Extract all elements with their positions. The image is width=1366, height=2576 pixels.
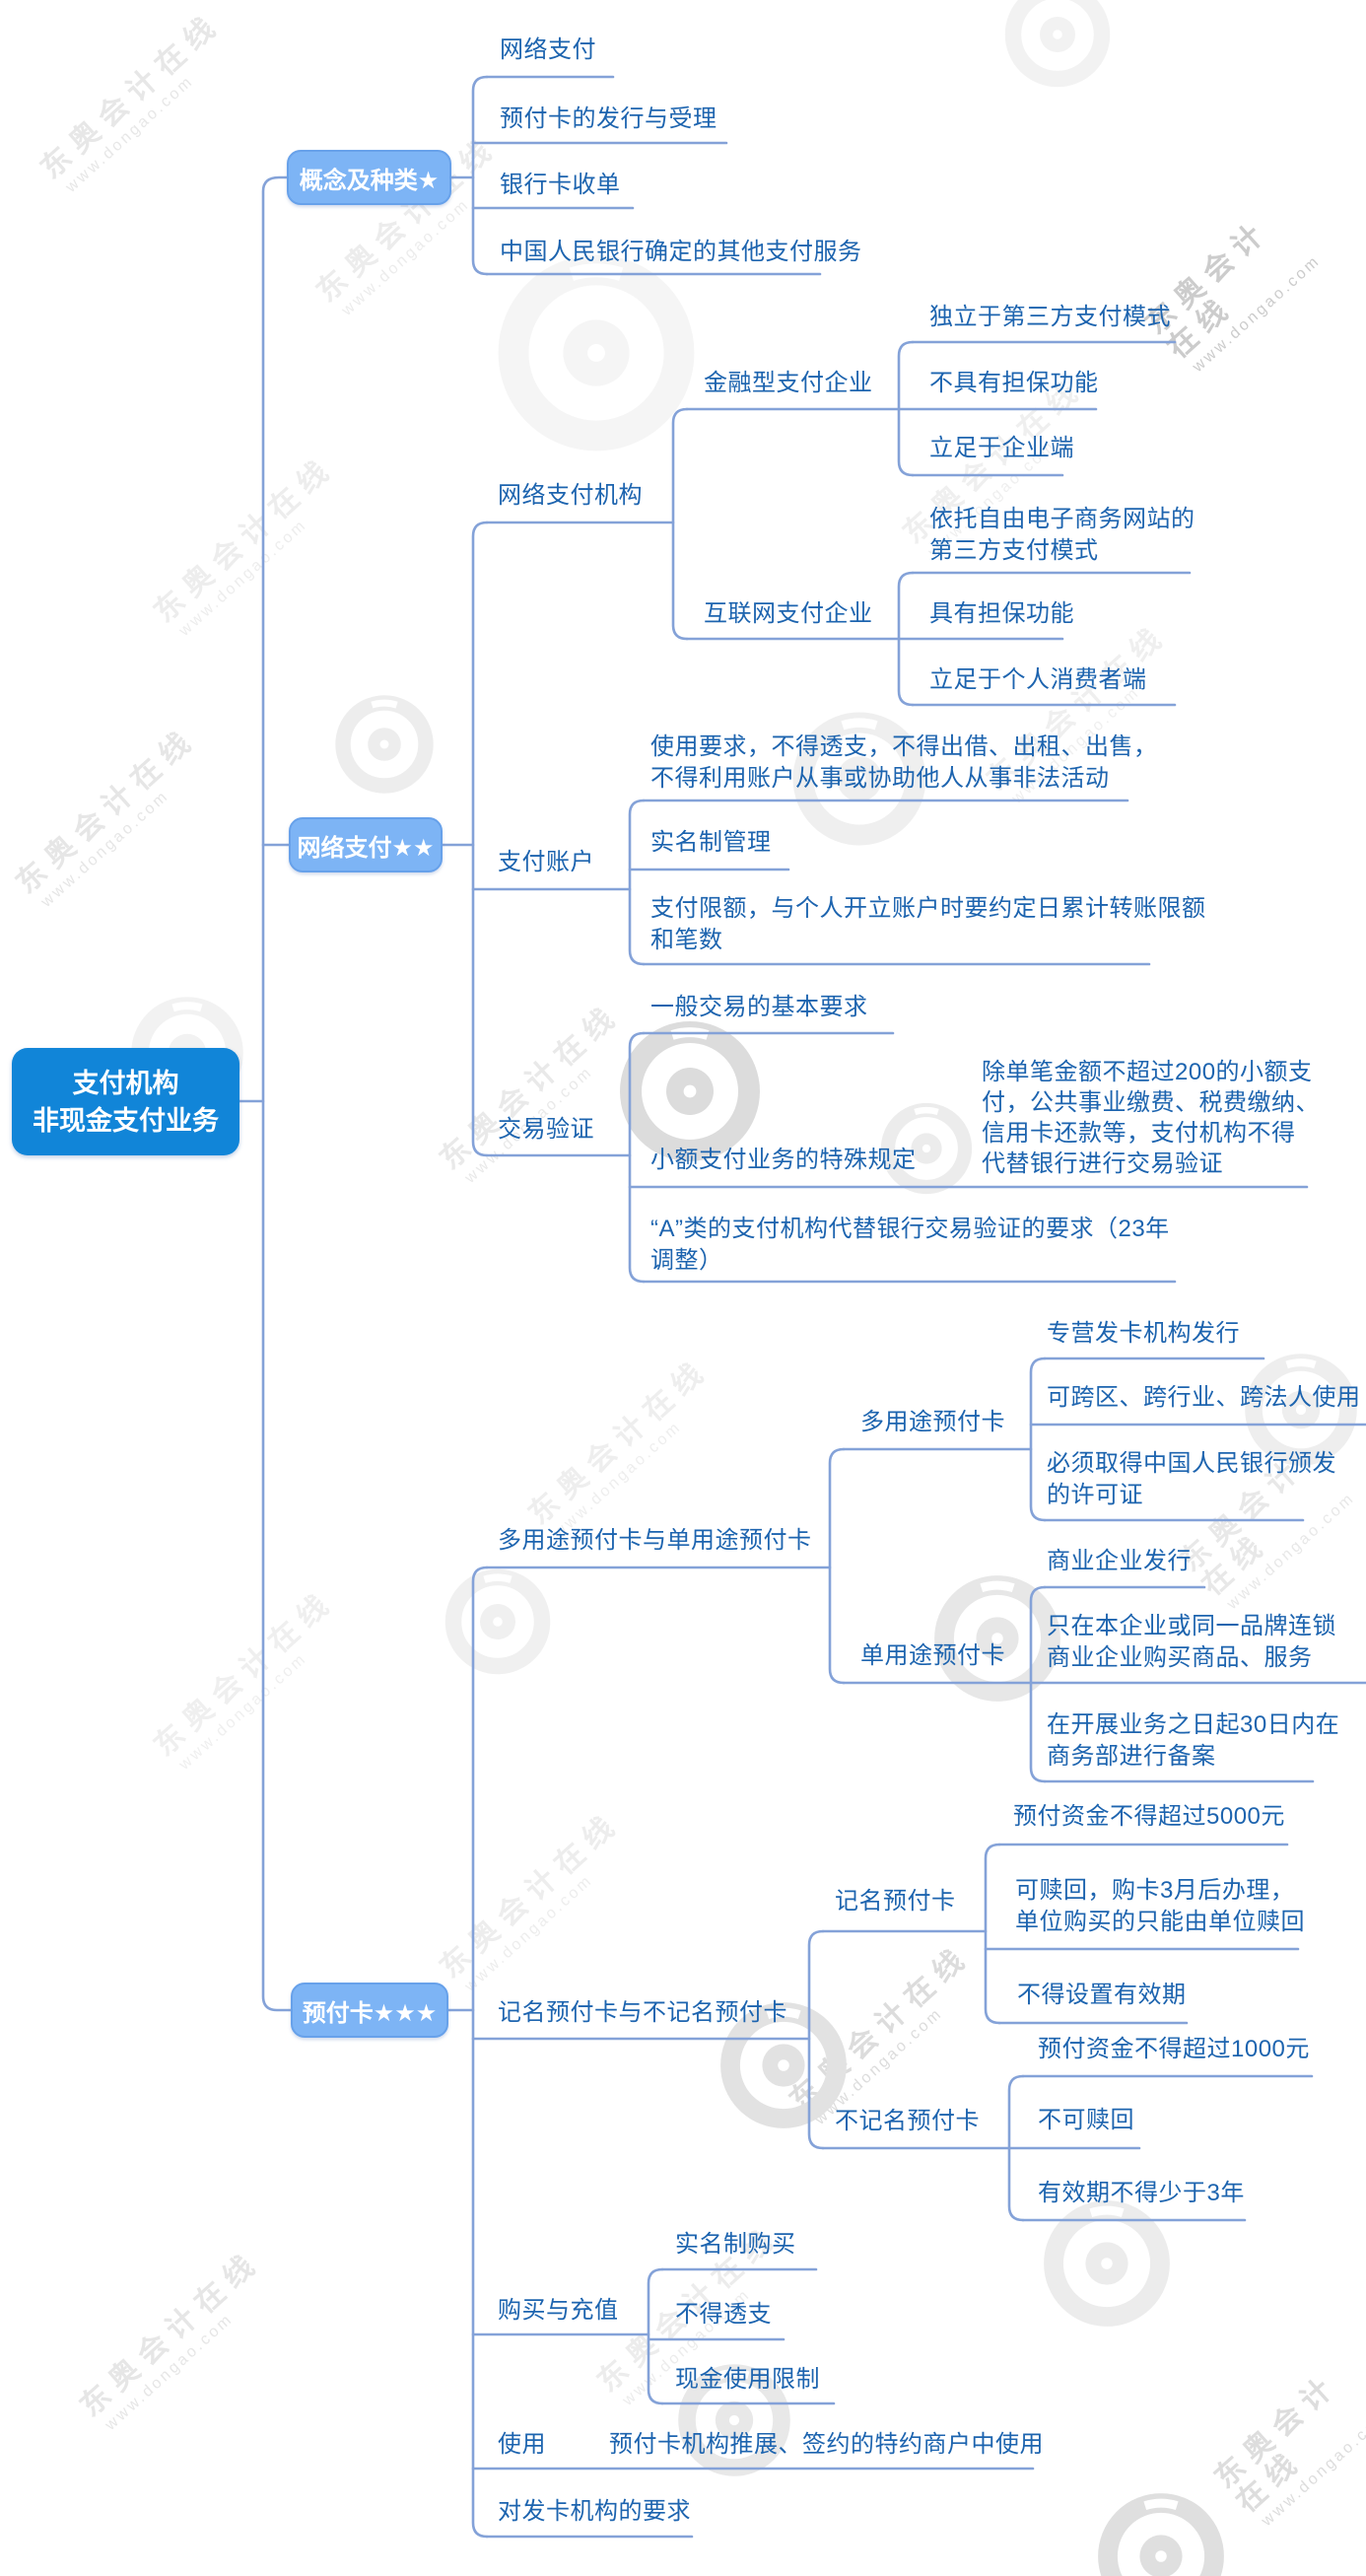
node-payment-account[interactable]: 支付账户	[498, 849, 594, 875]
connector	[647, 2267, 664, 2405]
connector	[1007, 2074, 1025, 2222]
connector	[807, 1929, 825, 2150]
node-financial-payment-enterprise[interactable]: 金融型支付企业	[704, 370, 873, 396]
node-multi-issuer[interactable]: 专营发卡机构发行	[1047, 1320, 1240, 1347]
node-prepaid-card[interactable]: 预付卡★★★	[291, 1983, 448, 2038]
node-small-amount-special-rules[interactable]: 小额支付业务的特殊规定	[650, 1147, 917, 1173]
connectors	[238, 75, 1366, 2539]
node-purchase-no-overdraft[interactable]: 不得透支	[675, 2301, 772, 2328]
node-anonymous-validity[interactable]: 有效期不得少于3年	[1038, 2180, 1245, 2206]
connector	[471, 75, 489, 276]
connector	[471, 521, 489, 1157]
node-real-name-management[interactable]: 实名制管理	[650, 829, 772, 856]
node-internet-payment-enterprise[interactable]: 互联网支付企业	[704, 600, 873, 627]
node-usage[interactable]: 使用	[498, 2431, 546, 2458]
node-anonymous-fund-limit[interactable]: 预付资金不得超过1000元	[1038, 2036, 1310, 2062]
node-usage-detail[interactable]: 预付卡机构推展、签约的特约商户中使用	[609, 2431, 1044, 2458]
node-purchase-real-name[interactable]: 实名制购买	[675, 2231, 796, 2258]
node-bank-card-acquiring[interactable]: 银行卡收单	[500, 172, 621, 198]
node-purchase-cash-limit[interactable]: 现金使用限制	[675, 2366, 820, 2393]
node-named-vs-anonymous[interactable]: 记名预付卡与不记名预付卡	[498, 1999, 787, 2026]
node-payment-limit[interactable]: 支付限额，与个人开立账户时要约定日累计转账限额 和笔数	[650, 895, 1206, 953]
node-prepaid-card-issuance[interactable]: 预付卡的发行与受理	[500, 105, 717, 132]
node-issuer-requirements[interactable]: 对发卡机构的要求	[498, 2498, 691, 2525]
node-account-usage-requirements[interactable]: 使用要求，不得透支，不得出借、出租、出售， 不得利用账户从事或协助他人从事非法活…	[650, 733, 1158, 792]
node-anonymous-card[interactable]: 不记名预付卡	[835, 2108, 980, 2134]
node-network-payment[interactable]: 网络支付★★	[289, 817, 443, 872]
node-independent-third-party[interactable]: 独立于第三方支付模式	[929, 304, 1171, 330]
node-small-amount-detail[interactable]: 除单笔金额不超过200的小额支 付，公共事业缴费、税费缴纳、 信用卡还款等，支付…	[982, 1059, 1320, 1177]
node-single-scope[interactable]: 只在本企业或同一品牌连锁 商业企业购买商品、服务	[1047, 1613, 1336, 1671]
node-multi-purpose-card[interactable]: 多用途预付卡	[860, 1409, 1005, 1435]
connector	[671, 407, 689, 641]
node-transaction-verification[interactable]: 交易验证	[498, 1116, 594, 1143]
connector	[261, 175, 293, 2012]
connector	[897, 340, 915, 477]
node-ecommerce-third-party[interactable]: 依托自由电子商务网站的 第三方支付模式	[929, 506, 1195, 564]
connector	[1029, 1357, 1047, 1522]
node-single-purpose-card[interactable]: 单用途预付卡	[860, 1642, 1005, 1669]
connector	[828, 1447, 846, 1685]
node-network-payment-org[interactable]: 网络支付机构	[498, 482, 643, 509]
connector	[1029, 1585, 1047, 1783]
connector	[471, 1566, 489, 2539]
node-enterprise-side[interactable]: 立足于企业端	[929, 435, 1074, 461]
node-named-card[interactable]: 记名预付卡	[835, 1888, 956, 1915]
node-multi-license[interactable]: 必须取得中国人民银行颁发 的许可证	[1047, 1450, 1336, 1508]
connector	[984, 1843, 1001, 2025]
node-multi-cross-use[interactable]: 可跨区、跨行业、跨法人使用	[1047, 1384, 1361, 1411]
connector	[897, 571, 915, 707]
node-concept-category[interactable]: 概念及种类★	[287, 150, 451, 205]
node-single-filing[interactable]: 在开展业务之日起30日内在 商务部进行备案	[1047, 1711, 1340, 1770]
node-anonymous-redeem[interactable]: 不可赎回	[1038, 2107, 1134, 2133]
node-no-guarantee[interactable]: 不具有担保功能	[929, 370, 1099, 396]
node-purchase-recharge[interactable]: 购买与充值	[498, 2297, 619, 2324]
connector	[628, 1031, 646, 1284]
node-named-validity[interactable]: 不得设置有效期	[1017, 1982, 1187, 2008]
node-with-guarantee[interactable]: 具有担保功能	[929, 600, 1074, 627]
node-single-issuer[interactable]: 商业企业发行	[1047, 1548, 1192, 1574]
node-class-a-verification-requirement[interactable]: “A”类的支付机构代替银行交易验证的要求（23年 调整）	[650, 1216, 1170, 1274]
node-consumer-side[interactable]: 立足于个人消费者端	[929, 666, 1147, 693]
node-pboc-other-services[interactable]: 中国人民银行确定的其他支付服务	[500, 239, 862, 265]
node-named-fund-limit[interactable]: 预付资金不得超过5000元	[1013, 1803, 1285, 1830]
node-root-title[interactable]: 支付机构 非现金支付业务	[12, 1048, 239, 1155]
node-general-transaction-requirements[interactable]: 一般交易的基本要求	[650, 994, 868, 1020]
node-online-payment[interactable]: 网络支付	[500, 36, 596, 63]
node-multi-vs-single-purpose[interactable]: 多用途预付卡与单用途预付卡	[498, 1527, 812, 1554]
node-named-redeem[interactable]: 可赎回，购卡3月后办理， 单位购买的只能由单位赎回	[1015, 1877, 1305, 1935]
connector	[628, 799, 646, 966]
